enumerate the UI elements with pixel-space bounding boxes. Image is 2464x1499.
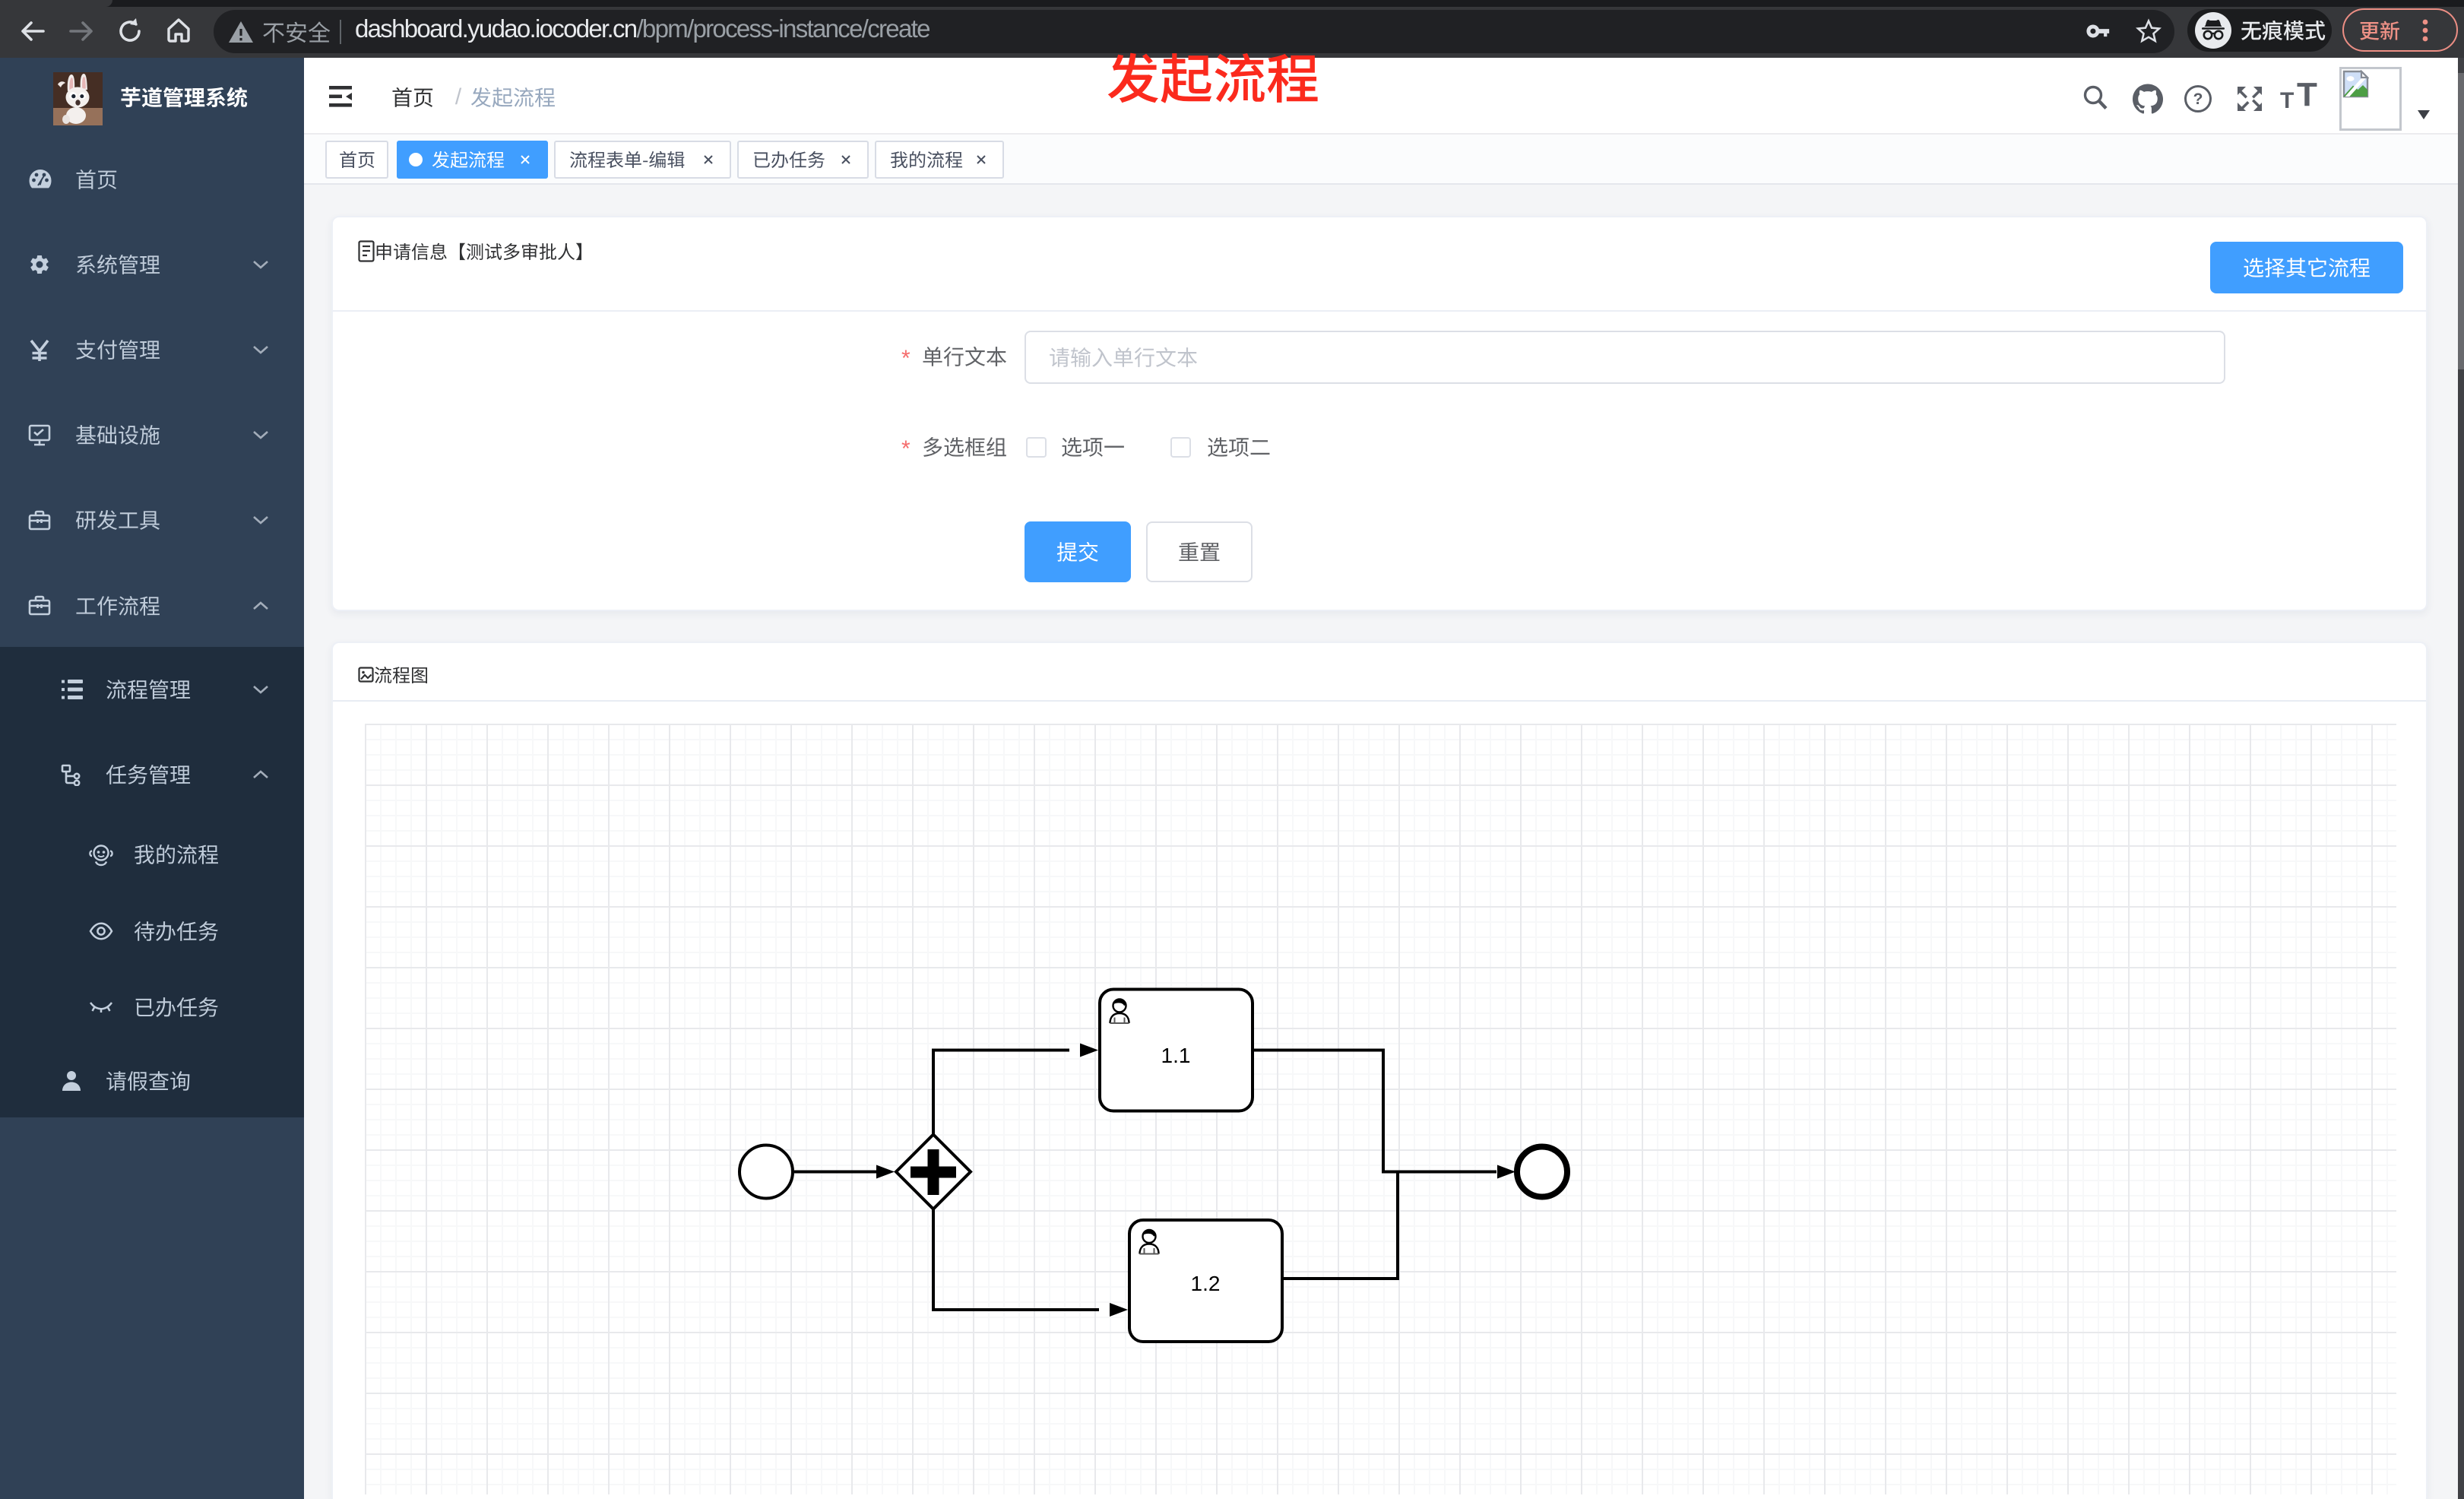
- svg-text:1.2: 1.2: [1191, 1272, 1221, 1295]
- svg-text:?: ?: [2193, 90, 2203, 108]
- svg-text:1.1: 1.1: [1161, 1044, 1191, 1067]
